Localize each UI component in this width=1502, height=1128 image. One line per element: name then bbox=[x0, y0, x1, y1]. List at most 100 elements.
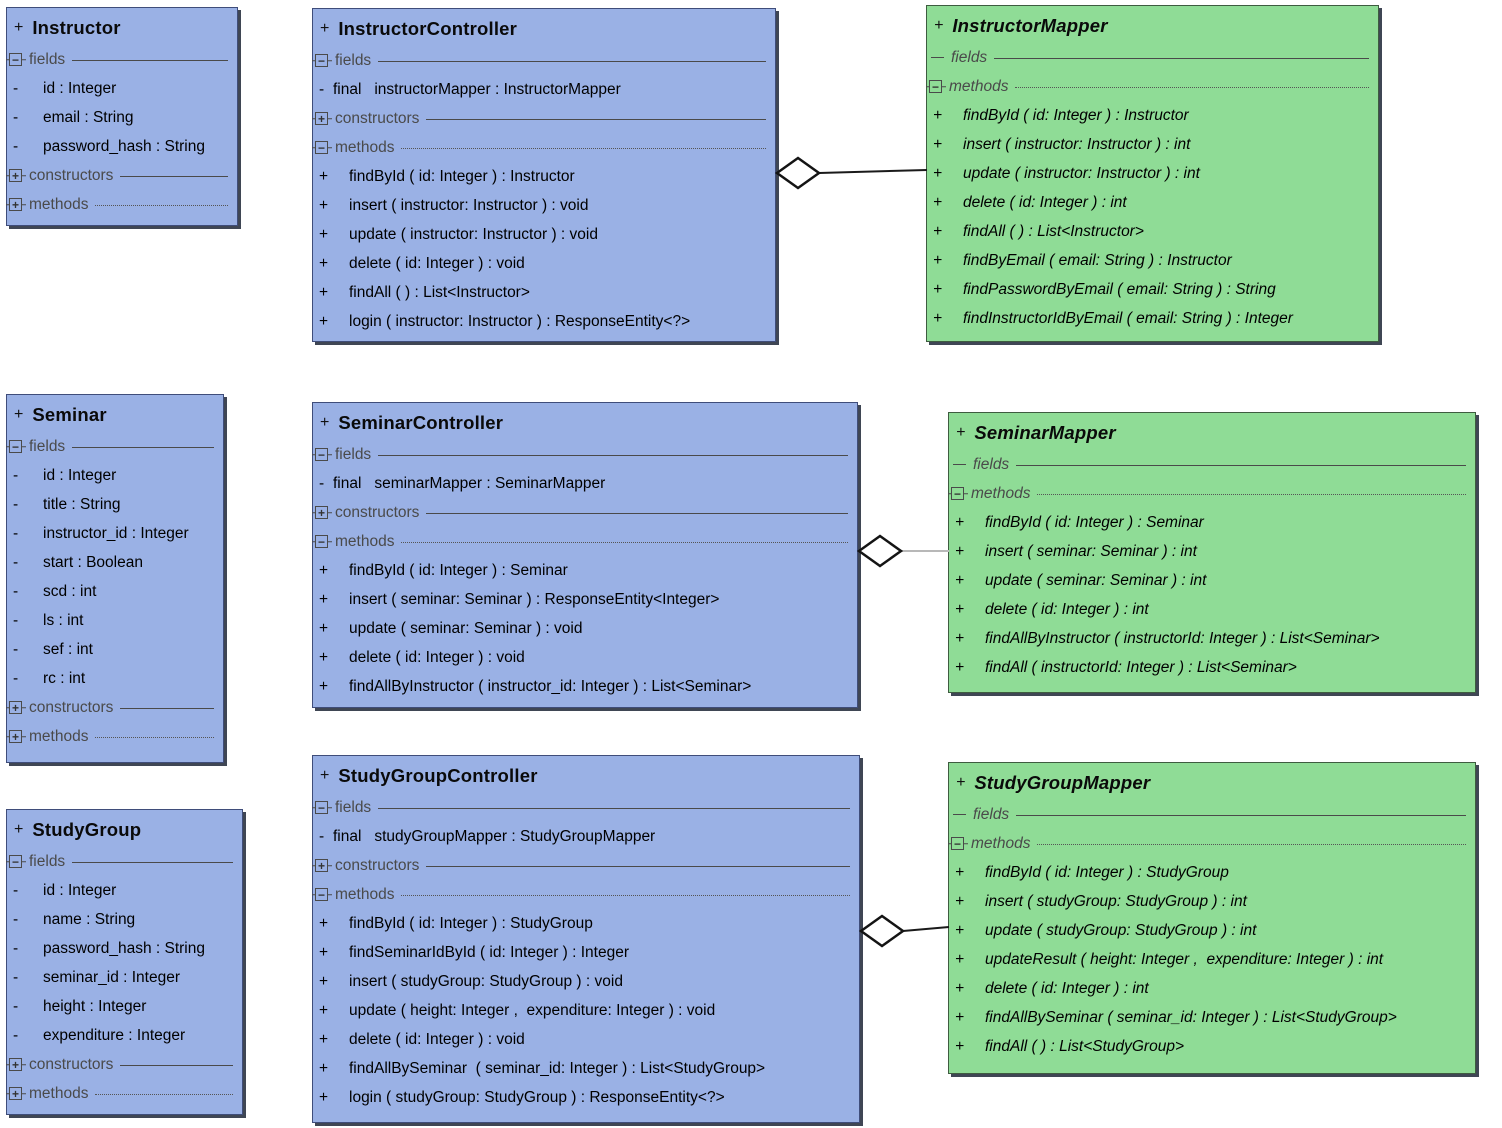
member-row: +insert ( seminar: Seminar ) : int bbox=[949, 537, 1475, 566]
collapse-icon[interactable]: − bbox=[9, 53, 22, 66]
expand-icon[interactable]: + bbox=[9, 1087, 22, 1100]
collapse-icon[interactable]: − bbox=[315, 448, 328, 461]
collapse-icon[interactable]: − bbox=[315, 141, 328, 154]
member-row: -password_hash : String bbox=[7, 132, 237, 161]
expand-icon[interactable]: + bbox=[9, 169, 22, 182]
member-signature: findById ( id: Integer ) : Seminar bbox=[985, 513, 1204, 531]
member-row: +delete ( id: Integer ) : void bbox=[313, 643, 857, 672]
member-signature: insert ( studyGroup: StudyGroup ) : void bbox=[349, 972, 623, 990]
section-header-fields: −fields bbox=[313, 793, 859, 822]
member-row: -ls : int bbox=[7, 606, 223, 635]
member-visibility: - bbox=[13, 524, 19, 542]
expand-icon[interactable]: + bbox=[9, 198, 22, 211]
member-row: +findById ( id: Integer ) : Instructor bbox=[313, 162, 775, 191]
member-visibility: + bbox=[319, 1088, 329, 1106]
member-signature: insert ( instructor: Instructor ) : void bbox=[349, 196, 589, 214]
collapse-icon[interactable]: − bbox=[9, 855, 22, 868]
member-visibility: + bbox=[319, 1059, 329, 1077]
member-row: -title : String bbox=[7, 490, 223, 519]
member-row: + findAll ( ) : List<Instructor> bbox=[313, 278, 775, 307]
member-visibility: + bbox=[319, 283, 329, 301]
class-box-instructor[interactable]: +Instructor−fields-id : Integer-email : … bbox=[6, 7, 238, 226]
member-signature: expenditure : Integer bbox=[43, 1026, 186, 1044]
expand-icon[interactable]: + bbox=[315, 112, 328, 125]
member-signature: password_hash : String bbox=[43, 137, 205, 155]
class-box-seminar[interactable]: +Seminar−fields-id : Integer-title : Str… bbox=[6, 394, 224, 763]
member-signature: final seminarMapper : SeminarMapper bbox=[333, 474, 606, 492]
section-label: constructors bbox=[29, 1055, 114, 1073]
collapse-icon[interactable]: − bbox=[315, 535, 328, 548]
member-visibility: + bbox=[319, 914, 329, 932]
empty-section-dash-icon bbox=[953, 463, 966, 466]
member-signature: login ( instructor: Instructor ) : Respo… bbox=[349, 312, 691, 330]
class-title-row: +StudyGroupController bbox=[313, 759, 859, 793]
section-header-constructors: +constructors bbox=[313, 104, 775, 133]
member-signature: findAllBySeminar ( seminar_id: Integer )… bbox=[349, 1059, 766, 1077]
member-signature: findAll ( ) : List<Instructor> bbox=[349, 283, 530, 301]
member-row: -expenditure : Integer bbox=[7, 1021, 242, 1050]
class-title-row: +Seminar bbox=[7, 398, 223, 432]
section-label: fields bbox=[29, 852, 66, 870]
section-divider bbox=[401, 147, 766, 149]
member-visibility: + bbox=[933, 193, 943, 211]
section-label: methods bbox=[29, 1084, 89, 1102]
collapse-icon[interactable]: − bbox=[315, 54, 328, 67]
class-title-row: +InstructorController bbox=[313, 12, 775, 46]
section-label: fields bbox=[335, 51, 372, 69]
collapse-icon[interactable]: − bbox=[315, 888, 328, 901]
class-title-row: +StudyGroupMapper bbox=[949, 766, 1475, 800]
member-row: +update ( seminar: Seminar ) : void bbox=[313, 614, 857, 643]
member-row: -id : Integer bbox=[7, 876, 242, 905]
expand-icon[interactable]: + bbox=[9, 730, 22, 743]
expand-icon[interactable]: + bbox=[9, 701, 22, 714]
member-row: +findAllByInstructor ( instructorId: Int… bbox=[949, 624, 1475, 653]
member-signature: findByEmail ( email: String ) : Instruct… bbox=[963, 251, 1232, 269]
member-signature: findAllByInstructor ( instructorId: Inte… bbox=[985, 629, 1380, 647]
section-label: fields bbox=[335, 798, 372, 816]
class-box-seminar-controller[interactable]: +SeminarController−fields-final seminarM… bbox=[312, 402, 858, 708]
empty-section-dash-icon bbox=[953, 813, 966, 816]
section-header-fields: fields bbox=[949, 800, 1475, 829]
section-divider bbox=[72, 59, 228, 61]
class-box-instructor-controller[interactable]: +InstructorController−fields-final instr… bbox=[312, 8, 776, 342]
member-signature: update ( studyGroup: StudyGroup ) : int bbox=[985, 921, 1257, 939]
member-row: +findAll ( instructorId: Integer ) : Lis… bbox=[949, 653, 1475, 682]
expand-icon[interactable]: + bbox=[315, 859, 328, 872]
class-box-study-group-controller[interactable]: +StudyGroupController−fields-final study… bbox=[312, 755, 860, 1123]
section-divider bbox=[95, 736, 214, 738]
member-visibility: + bbox=[933, 251, 943, 269]
class-box-study-group[interactable]: +StudyGroup−fields-id : Integer-name : S… bbox=[6, 809, 243, 1115]
class-name: InstructorMapper bbox=[952, 15, 1108, 36]
member-signature: id : Integer bbox=[43, 79, 117, 97]
section-label: methods bbox=[29, 195, 89, 213]
collapse-icon[interactable]: − bbox=[315, 801, 328, 814]
expand-icon[interactable]: + bbox=[315, 506, 328, 519]
member-row: +delete ( id: Integer ) : int bbox=[927, 188, 1378, 217]
section-divider bbox=[95, 204, 228, 206]
member-signature: update ( seminar: Seminar ) : int bbox=[985, 571, 1207, 589]
section-header-methods: −methods bbox=[949, 479, 1475, 508]
section-divider bbox=[378, 60, 766, 62]
section-divider bbox=[120, 707, 214, 709]
section-label: constructors bbox=[29, 166, 114, 184]
member-row: +findById ( id: Integer ) : Instructor bbox=[927, 101, 1378, 130]
member-visibility: + bbox=[319, 196, 329, 214]
member-signature: insert ( seminar: Seminar ) : int bbox=[985, 542, 1197, 560]
member-visibility: - bbox=[13, 611, 19, 629]
expand-icon[interactable]: + bbox=[9, 1058, 22, 1071]
member-signature: update ( instructor: Instructor ) : int bbox=[963, 164, 1200, 182]
collapse-icon[interactable]: − bbox=[951, 487, 964, 500]
section-label: methods bbox=[335, 532, 395, 550]
member-signature: password_hash : String bbox=[43, 939, 205, 957]
member-signature: sef : int bbox=[43, 640, 93, 658]
member-row: +delete ( id: Integer ) : int bbox=[949, 974, 1475, 1003]
collapse-icon[interactable]: − bbox=[929, 80, 942, 93]
collapse-icon[interactable]: − bbox=[9, 440, 22, 453]
collapse-icon[interactable]: − bbox=[951, 837, 964, 850]
visibility-marker: + bbox=[14, 406, 24, 423]
class-name: StudyGroupMapper bbox=[974, 772, 1151, 793]
